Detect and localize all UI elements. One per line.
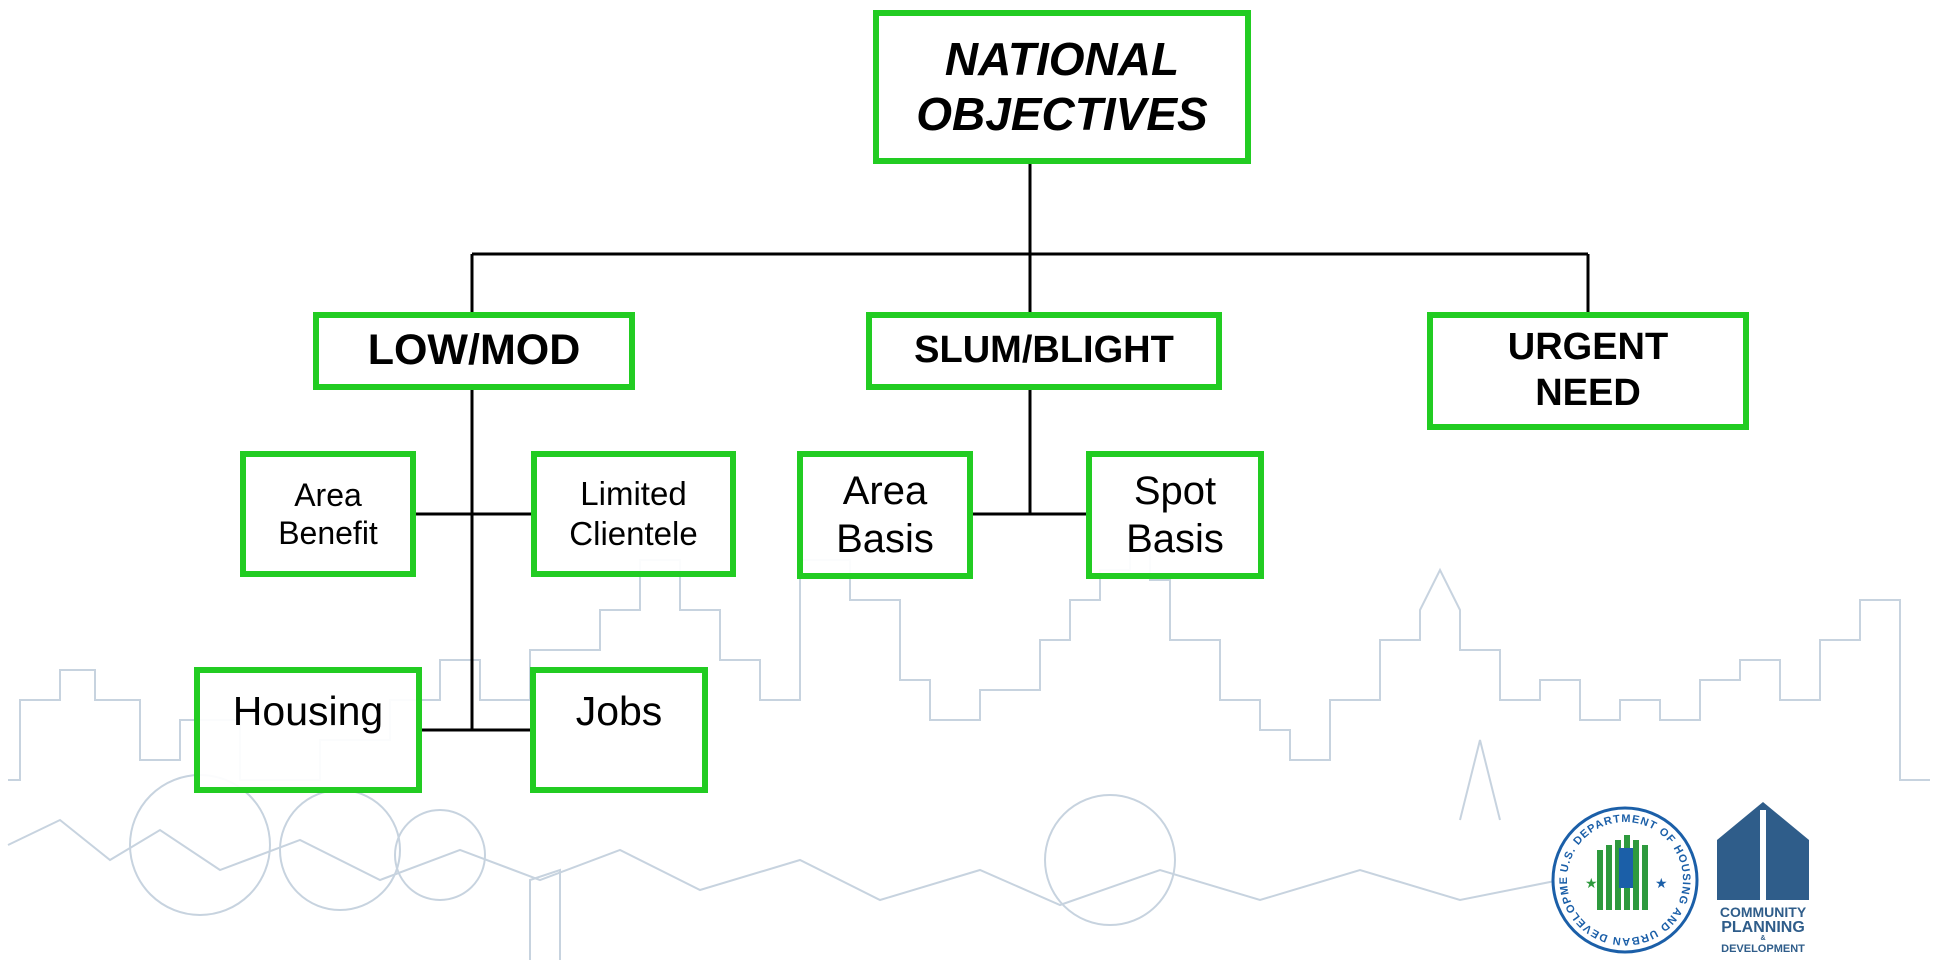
node-limited-clientele: Limited Clientele <box>531 451 736 577</box>
node-spot-basis: Spot Basis <box>1086 451 1264 579</box>
svg-text:★: ★ <box>1585 876 1598 892</box>
node-housing-label: Housing <box>232 688 384 734</box>
node-national-objectives: NATIONAL OBJECTIVES <box>873 10 1251 164</box>
node-urgent-need-line2: NEED <box>1535 372 1641 414</box>
node-spot-basis-line2: Basis <box>1126 517 1224 561</box>
cpd-text-line2: PLANNING <box>1721 919 1805 936</box>
logo-area: U.S. DEPARTMENT OF HOUSING AND URBAN DEV… <box>1545 800 1809 955</box>
cpd-text-line1: COMMUNITY <box>1720 904 1807 920</box>
node-low-mod-label: LOW/MOD <box>367 326 581 375</box>
node-area-benefit: Area Benefit <box>240 451 416 577</box>
hud-seal-logo: U.S. DEPARTMENT OF HOUSING AND URBAN DEV… <box>1545 800 1699 954</box>
node-slum-blight-label: SLUM/BLIGHT <box>914 329 1174 372</box>
svg-text:★: ★ <box>1655 876 1668 892</box>
cpd-text-line4: DEVELOPMENT <box>1721 943 1805 955</box>
node-slum-blight: SLUM/BLIGHT <box>866 312 1222 390</box>
node-urgent-need: URGENT NEED <box>1427 312 1749 430</box>
node-limited-clientele-line1: Limited <box>580 475 687 513</box>
node-low-mod: LOW/MOD <box>313 312 635 390</box>
node-area-basis: Area Basis <box>797 451 973 579</box>
node-area-benefit-line2: Benefit <box>278 515 378 551</box>
cpd-logo: COMMUNITY PLANNING & DEVELOPMENT <box>1717 802 1809 955</box>
cpd-text-line3: & <box>1760 935 1765 942</box>
node-area-basis-line1: Area <box>842 469 928 513</box>
node-jobs: Jobs <box>530 667 708 793</box>
node-national-objectives-line2: OBJECTIVES <box>916 88 1208 140</box>
node-jobs-label: Jobs <box>575 688 663 734</box>
node-spot-basis-line1: Spot <box>1133 469 1217 513</box>
node-limited-clientele-line2: Clientele <box>569 515 698 552</box>
node-housing: Housing <box>194 667 422 793</box>
node-urgent-need-line1: URGENT <box>1507 326 1669 369</box>
node-area-basis-line2: Basis <box>836 517 934 561</box>
node-area-benefit-line1: Area <box>294 476 362 513</box>
node-national-objectives-line1: NATIONAL <box>944 32 1180 85</box>
